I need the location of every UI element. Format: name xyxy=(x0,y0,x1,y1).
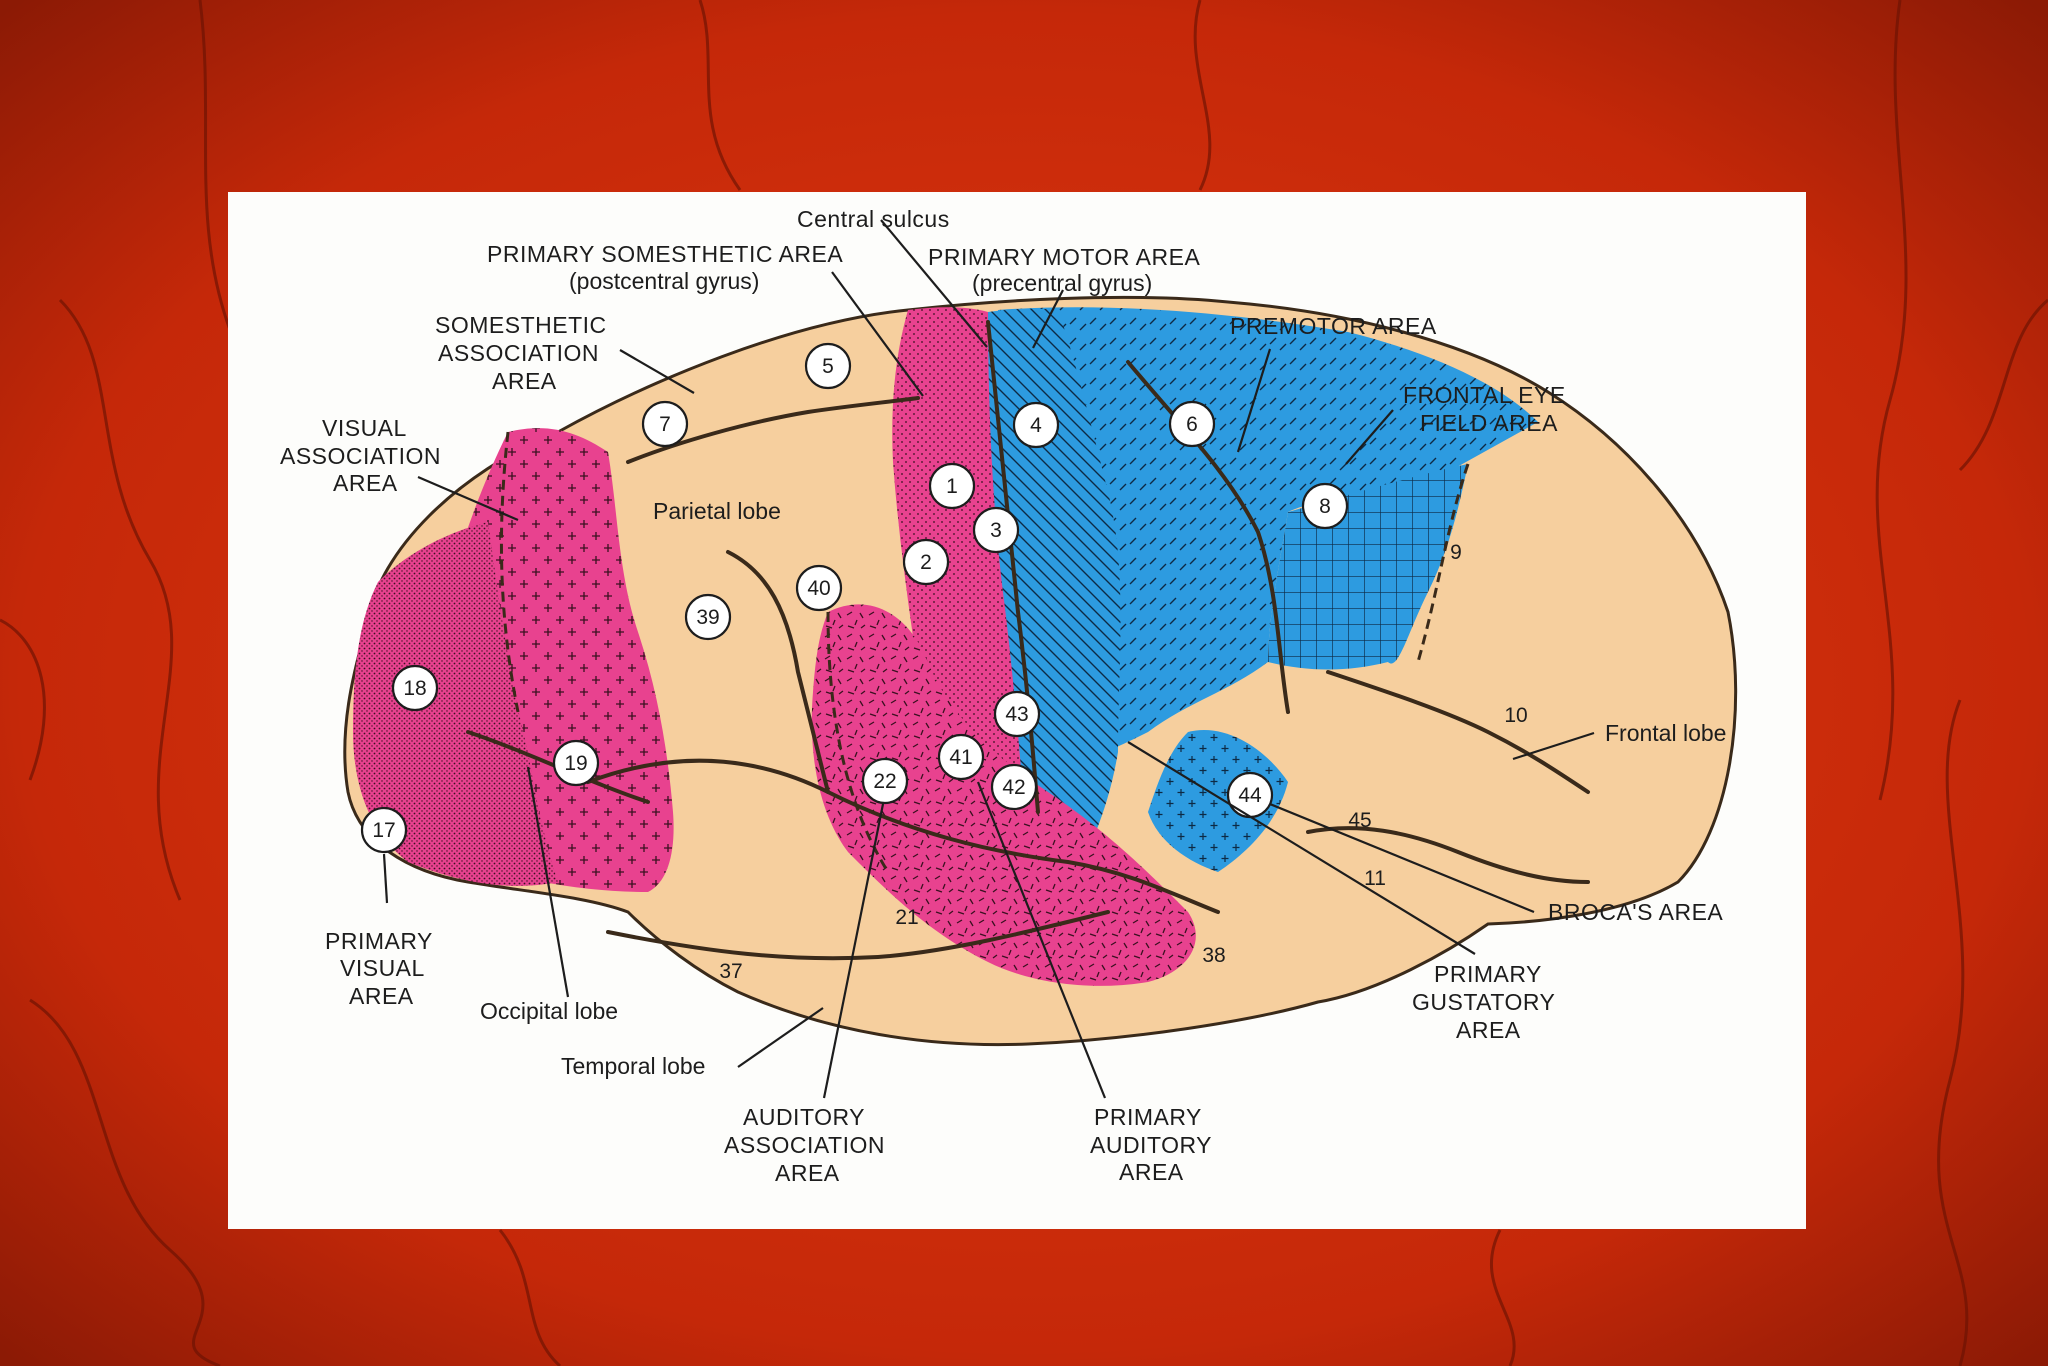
parietal-sulcus xyxy=(626,396,920,464)
brocas-region xyxy=(1148,730,1288,872)
area-38: 38 xyxy=(1202,944,1225,967)
auditory-divider xyxy=(826,611,890,873)
circled-area-42: 42 xyxy=(990,763,1038,811)
area-11: 11 xyxy=(1364,867,1386,890)
label-primary-motor: PRIMARY MOTOR AREA xyxy=(928,244,1200,270)
label-precentral-gyrus: (precentral gyrus) xyxy=(972,270,1152,296)
svg-text:43: 43 xyxy=(1005,703,1028,726)
label-visual-assoc-3: AREA xyxy=(333,470,398,496)
label-visual-assoc-1: VISUAL xyxy=(322,415,407,441)
label-central-sulcus: Central sulcus xyxy=(797,206,950,232)
circled-area-4: 4 xyxy=(1012,401,1060,449)
label-temporal-lobe: Temporal lobe xyxy=(561,1053,705,1079)
label-occipital-lobe: Occipital lobe xyxy=(480,998,618,1024)
label-somesthetic-assoc-2: ASSOCIATION xyxy=(438,340,599,366)
svg-text:18: 18 xyxy=(403,677,426,700)
leader-lines xyxy=(382,219,1595,1099)
svg-text:41: 41 xyxy=(949,746,972,769)
svg-text:39: 39 xyxy=(696,606,719,629)
label-visual-assoc-2: ASSOCIATION xyxy=(280,443,441,469)
label-auditory-assoc-2: ASSOCIATION xyxy=(724,1132,885,1158)
intraparietal-sulcus xyxy=(726,550,830,794)
svg-text:22: 22 xyxy=(873,770,896,793)
area-21: 21 xyxy=(895,906,918,929)
circled-area-6: 6 xyxy=(1168,400,1216,448)
primary-somesthetic-region xyxy=(892,307,1026,849)
circled-area-3: 3 xyxy=(972,506,1020,554)
superior-temporal-sulcus xyxy=(606,910,1110,961)
diagram-panel: 5 7 4 6 8 1 3 2 40 39 18 19 17 43 41 22 … xyxy=(228,192,1806,1229)
label-primary-gustatory-1: PRIMARY xyxy=(1434,961,1542,987)
svg-text:5: 5 xyxy=(822,355,834,378)
svg-text:44: 44 xyxy=(1238,784,1262,807)
circled-area-18: 18 xyxy=(391,664,439,712)
area-37: 37 xyxy=(719,960,742,983)
circled-area-22: 22 xyxy=(861,757,909,805)
label-primary-visual-2: VISUAL xyxy=(340,955,425,981)
svg-text:19: 19 xyxy=(564,752,587,775)
circled-area-44: 44 xyxy=(1226,771,1274,819)
frontal-inferior-sulcus xyxy=(1326,670,1590,794)
label-auditory-assoc-1: AUDITORY xyxy=(743,1104,865,1130)
circled-area-1: 1 xyxy=(928,462,976,510)
label-frontal-eye-2: FIELD AREA xyxy=(1420,410,1558,436)
premotor-region xyxy=(998,307,1538,761)
svg-text:8: 8 xyxy=(1319,495,1331,518)
frontal-orbital-sulcus xyxy=(1306,826,1590,884)
circled-area-41: 41 xyxy=(937,733,985,781)
circled-area-2: 2 xyxy=(902,538,950,586)
lateral-sulcus xyxy=(586,758,1220,914)
svg-text:42: 42 xyxy=(1002,776,1025,799)
circled-area-7: 7 xyxy=(641,400,689,448)
central-sulcus-line xyxy=(986,320,1040,814)
svg-text:1: 1 xyxy=(946,475,958,498)
circled-area-39: 39 xyxy=(684,593,732,641)
circled-area-43: 43 xyxy=(993,690,1041,738)
label-frontal-eye-1: FRONTAL EYE xyxy=(1403,382,1566,408)
label-somesthetic-assoc-1: SOMESTHETIC xyxy=(435,312,607,338)
svg-text:4: 4 xyxy=(1030,414,1042,437)
label-primary-somesthetic: PRIMARY SOMESTHETIC AREA xyxy=(487,241,843,267)
visual-divider xyxy=(499,431,520,713)
label-primary-auditory-1: PRIMARY xyxy=(1094,1104,1202,1130)
label-primary-visual-3: AREA xyxy=(349,983,414,1009)
primary-visual-region xyxy=(353,522,558,886)
label-parietal-lobe: Parietal lobe xyxy=(653,498,781,524)
premotor-divider xyxy=(1416,463,1470,663)
label-brocas-area: BROCA'S AREA xyxy=(1548,899,1723,925)
svg-text:17: 17 xyxy=(372,819,395,842)
label-somesthetic-assoc-3: AREA xyxy=(492,368,557,394)
svg-text:3: 3 xyxy=(990,519,1002,542)
svg-text:7: 7 xyxy=(659,413,671,436)
label-primary-auditory-2: AUDITORY xyxy=(1090,1132,1212,1158)
label-primary-gustatory-2: GUSTATORY xyxy=(1412,989,1555,1015)
label-premotor: PREMOTOR AREA xyxy=(1230,313,1437,339)
circled-area-40: 40 xyxy=(795,564,843,612)
area-45: 45 xyxy=(1348,809,1371,832)
area-10: 10 xyxy=(1504,704,1527,727)
label-primary-visual-1: PRIMARY xyxy=(325,928,433,954)
circled-area-19: 19 xyxy=(552,739,600,787)
circled-area-5: 5 xyxy=(804,342,852,390)
svg-text:2: 2 xyxy=(920,551,932,574)
label-auditory-assoc-3: AREA xyxy=(775,1160,840,1186)
svg-text:6: 6 xyxy=(1186,413,1198,436)
primary-motor-region xyxy=(988,308,1121,892)
label-primary-gustatory-3: AREA xyxy=(1456,1017,1521,1043)
label-postcentral-gyrus: (postcentral gyrus) xyxy=(569,268,759,294)
area-9: 9 xyxy=(1450,541,1462,564)
label-primary-auditory-3: AREA xyxy=(1119,1159,1184,1185)
label-frontal-lobe: Frontal lobe xyxy=(1605,720,1726,746)
circled-area-17: 17 xyxy=(360,806,408,854)
circled-area-8: 8 xyxy=(1301,482,1349,530)
brain-diagram: 5 7 4 6 8 1 3 2 40 39 18 19 17 43 41 22 … xyxy=(280,206,1738,1186)
svg-text:40: 40 xyxy=(807,577,830,600)
